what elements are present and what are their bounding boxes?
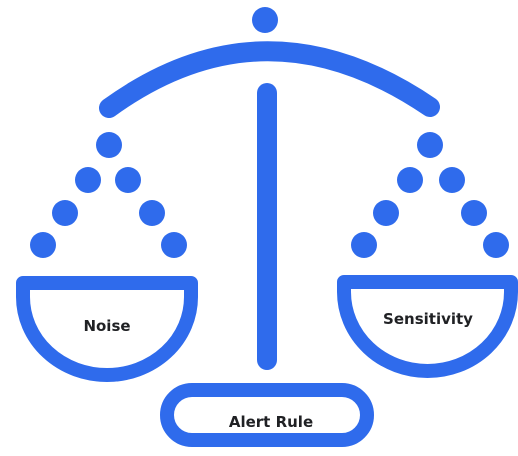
chain-dot	[96, 132, 122, 158]
top-knob	[252, 7, 278, 33]
left-pan	[16, 276, 198, 382]
chain-dot	[483, 232, 509, 258]
right-pan	[337, 275, 518, 378]
right-pan-label: Sensitivity	[383, 310, 473, 328]
base-label: Alert Rule	[229, 413, 313, 431]
chain-dot	[139, 200, 165, 226]
chain-dot	[75, 167, 101, 193]
chain-dot	[397, 167, 423, 193]
chain-dot	[351, 232, 377, 258]
chain-dot	[439, 167, 465, 193]
right-hanging-chain	[351, 132, 509, 258]
chain-dot	[461, 200, 487, 226]
balance-beam	[99, 41, 440, 118]
chain-dot	[115, 167, 141, 193]
left-hanging-chain	[30, 132, 187, 258]
chain-dot	[373, 200, 399, 226]
base-plate	[160, 383, 374, 447]
chain-dot	[30, 232, 56, 258]
chain-dot	[161, 232, 187, 258]
chain-dot	[52, 200, 78, 226]
left-pan-label: Noise	[83, 317, 130, 335]
chain-dot	[417, 132, 443, 158]
